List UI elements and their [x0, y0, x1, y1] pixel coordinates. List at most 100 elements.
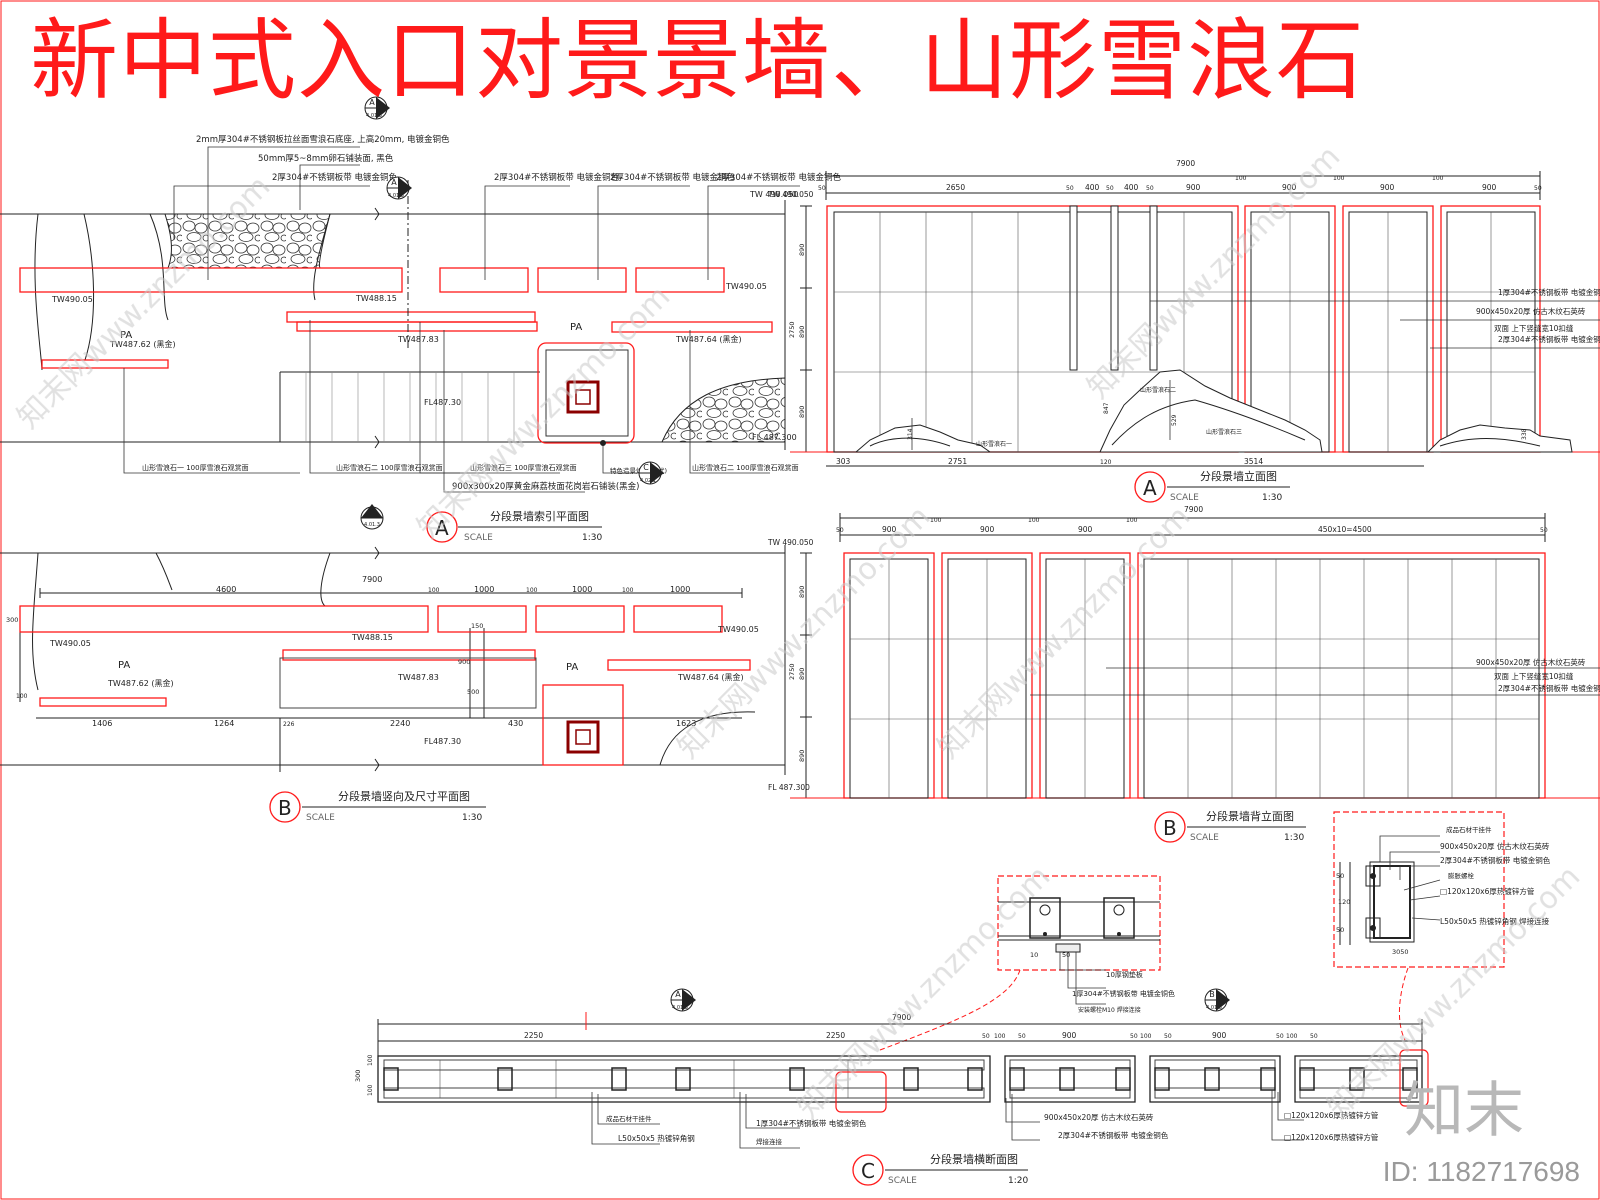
- a-plan-labels: 2mm厚304#不锈钢板拉丝面雪浪石底座, 上高20mm, 电镀金铜色 50mm…: [51, 134, 841, 492]
- svg-text:C: C: [861, 1159, 875, 1183]
- svg-text:A: A: [369, 98, 375, 107]
- b-plan-bdim-6: 1623: [676, 719, 696, 728]
- a-plan-tw-right-low: TW487.64 (黑金): [675, 334, 742, 344]
- svg-text:2650: 2650: [946, 183, 965, 192]
- svg-text:100: 100: [367, 1084, 374, 1096]
- svg-text:900: 900: [882, 525, 897, 534]
- b-plan-tw-left: TW490.05: [49, 639, 91, 648]
- svg-text:890: 890: [798, 326, 806, 338]
- wall-segment-3: [537, 267, 627, 293]
- a-plan-note-3: 2厚304#不锈钢板带 电镀金铜色: [272, 172, 397, 183]
- svg-text:50: 50: [1276, 1033, 1284, 1040]
- svg-text:100: 100: [367, 1054, 374, 1066]
- b-elev-overall: 7900: [1184, 505, 1203, 514]
- svg-text:2750: 2750: [788, 663, 796, 680]
- b-plan-view: [0, 545, 786, 775]
- c-section-title: C 分段景墙横断面图 SCALE 1:20: [852, 1152, 1028, 1186]
- wall-offset-3: [611, 321, 773, 333]
- svg-text:1厚304#不锈钢板带 电镀金铜色: 1厚304#不锈钢板带 电镀金铜色: [1072, 989, 1175, 998]
- svg-text:50: 50: [1018, 1033, 1026, 1040]
- a-elev-labels: 7900 50 2650 50 400 50 400 50 900 100 90…: [788, 159, 1600, 466]
- b-plan-overall: 7900: [362, 575, 382, 584]
- c-seg-1: [377, 1055, 991, 1103]
- svg-text:1:30: 1:30: [1284, 833, 1304, 843]
- c-seg-2: [1004, 1055, 1136, 1103]
- svg-text:100: 100: [1286, 1033, 1298, 1040]
- svg-text:2751: 2751: [948, 457, 967, 466]
- svg-text:B: B: [1163, 816, 1177, 840]
- svg-text:2厚304#不锈钢板带 电镀金铜色: 2厚304#不锈钢板带 电镀金铜色: [1058, 1130, 1169, 1140]
- feature-frame: [537, 342, 635, 444]
- a-plan-note-2: 50mm厚5~8mm卵石铺装面, 黑色: [258, 153, 394, 164]
- b-plan-dim-4: 100: [526, 587, 538, 594]
- svg-text:100: 100: [1126, 517, 1138, 524]
- wall-segment-4: [635, 267, 725, 293]
- svg-text:2250: 2250: [524, 1031, 543, 1040]
- a-plan-fl: FL487.30: [424, 398, 461, 407]
- svg-text:C: C: [643, 463, 649, 472]
- b-wall-offset-1: [282, 649, 536, 661]
- a-plan-note-4: 2厚304#不锈钢板带 电镀金铜色: [494, 172, 619, 183]
- detail-right-view: [1333, 811, 1505, 968]
- svg-text:□120x120x6厚热镀锌方管: □120x120x6厚热镀锌方管: [1284, 1110, 1379, 1120]
- svg-text:分段景墙竖向及尺寸平面图: 分段景墙竖向及尺寸平面图: [338, 789, 470, 803]
- b-plan-tw-low: TW487.62 (黑金): [107, 678, 174, 688]
- svg-text:A: A: [435, 516, 449, 540]
- c-section-view: [377, 1012, 1429, 1149]
- wall-segment-2: [439, 267, 529, 293]
- c-seg-3: [1149, 1055, 1281, 1103]
- svg-text:4.02.1: 4.02.1: [640, 478, 656, 484]
- a-plan-markers: A 4.01.3 A 4.01.3 C 4.02.1 B: [360, 96, 664, 530]
- b-wall-segment-1: [19, 605, 429, 633]
- b-plan-v100: 100: [16, 693, 28, 700]
- a-plan-note-1: 2mm厚304#不锈钢板拉丝面雪浪石底座, 上高20mm, 电镀金铜色: [196, 134, 450, 145]
- rock-1: [854, 424, 992, 453]
- a-plan-note-8: 山形雪浪石二 100厚雪浪石观赏面: [336, 463, 443, 472]
- b-wall-segment-4: [633, 605, 723, 633]
- svg-text:900: 900: [980, 525, 995, 534]
- b-plan-tw-center: TW487.83: [397, 673, 439, 682]
- svg-text:400: 400: [1085, 183, 1100, 192]
- b-plan-bdim-5: 430: [508, 719, 523, 728]
- svg-text:50: 50: [1146, 185, 1154, 192]
- b-elev-tw: TW 490.050: [767, 538, 814, 547]
- svg-text:10厚钢垫板: 10厚钢垫板: [1106, 970, 1143, 979]
- svg-text:L50x50x5 热镀锌角钢: L50x50x5 热镀锌角钢: [618, 1133, 695, 1143]
- svg-text:100: 100: [1235, 175, 1247, 182]
- section-marker-c: C 4.02.1: [638, 461, 664, 485]
- a-plan-note-7: 山形雪浪石一 100厚雪浪石观赏面: [142, 463, 249, 472]
- svg-text:890: 890: [798, 406, 806, 418]
- b-plan-dim-7: 1000: [670, 585, 690, 594]
- a-elev-note-1: 1厚304#不锈钢板带 电镀金铜色: [1498, 287, 1600, 297]
- svg-text:4.01.3: 4.01.3: [672, 1005, 688, 1011]
- svg-text:4.01.3: 4.01.3: [1206, 1005, 1222, 1011]
- section-marker-a-top: A 4.01.3: [364, 96, 390, 120]
- watermark-1: 知末网www.znzmo.com: [11, 169, 277, 435]
- a-plan-tw-low: TW487.62 (黑金): [109, 339, 176, 349]
- svg-text:900: 900: [1186, 183, 1201, 192]
- b-elev-note-1: 900x450x20厚 仿古木纹石英砖: [1476, 657, 1586, 667]
- b-elevation-view: [790, 513, 1600, 799]
- svg-text:B: B: [369, 508, 375, 517]
- svg-text:50: 50: [1310, 1033, 1318, 1040]
- svg-text:847: 847: [1103, 402, 1110, 414]
- b-elev-labels: 7900 50 900 100 900 100 900 100 450x10=4…: [767, 190, 1600, 792]
- b-wall-offset-3: [607, 659, 751, 671]
- b-elev-fl: FL 487.300: [768, 783, 810, 792]
- b-feature-lamp: [566, 720, 600, 754]
- b-wall-segment-3: [535, 605, 625, 633]
- svg-text:2250: 2250: [826, 1031, 845, 1040]
- svg-text:分段景墙立面图: 分段景墙立面图: [1200, 469, 1277, 483]
- svg-text:303: 303: [836, 457, 851, 466]
- svg-text:山形雪浪石二: 山形雪浪石二: [1140, 386, 1176, 394]
- svg-text:450x10=4500: 450x10=4500: [1318, 525, 1372, 534]
- c-section-markers: A 4.01.3 B 4.01.3: [670, 988, 1230, 1012]
- b-elev-panel-4: [1137, 552, 1546, 799]
- svg-text:3050: 3050: [1392, 948, 1409, 956]
- a-plan-tw-left: TW490.05: [51, 295, 93, 304]
- a-elev-overall: 7900: [1176, 159, 1195, 168]
- svg-text:SCALE: SCALE: [306, 813, 335, 823]
- svg-text:安装螺栓M10 焊接连接: 安装螺栓M10 焊接连接: [1078, 1006, 1141, 1014]
- a-plan-note-12: 山形雪浪石二 100厚雪浪石观赏面: [692, 463, 799, 472]
- svg-text:□120x120x6厚热镀锌方管: □120x120x6厚热镀锌方管: [1284, 1132, 1379, 1142]
